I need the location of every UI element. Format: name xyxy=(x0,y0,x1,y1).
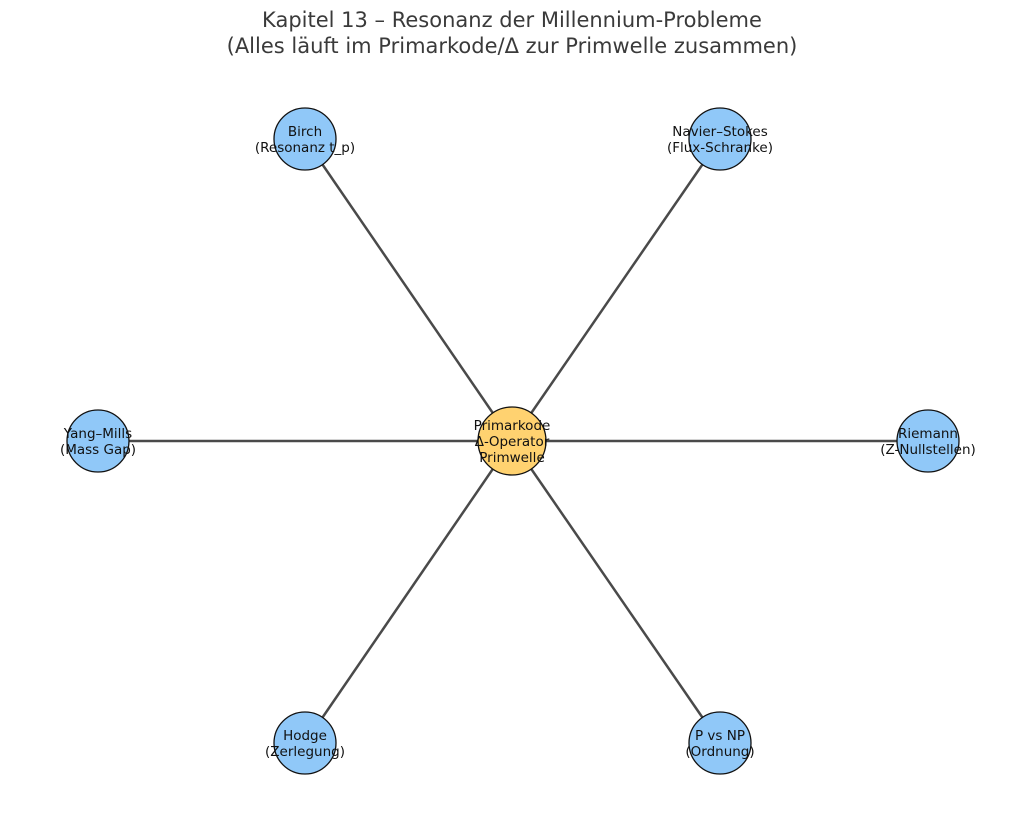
edge-navier-stokes xyxy=(510,138,722,442)
edge-p-vs-np xyxy=(510,440,722,744)
node-label-navier-stokes: Navier–Stokes xyxy=(672,124,768,140)
node-label-birch: Birch xyxy=(288,124,322,140)
node-p-vs-np xyxy=(688,711,752,775)
node-label-birch: (Resonanz t_p) xyxy=(255,140,355,156)
node-label-yang-mills: (Mass Gap) xyxy=(60,442,136,458)
node-riemann xyxy=(896,409,960,473)
node-label-primarkode: Primwelle xyxy=(479,450,545,466)
node-label-yang-mills: Yang–Mills xyxy=(63,426,132,442)
node-label-p-vs-np: P vs NP xyxy=(695,728,745,744)
node-primarkode xyxy=(477,406,547,476)
diagram-title-line2: (Alles läuft im Primarkode/Δ zur Primwel… xyxy=(226,34,798,58)
node-label-navier-stokes: (Flux-Schranke) xyxy=(667,140,773,156)
node-yang-mills xyxy=(66,409,130,473)
node-birch xyxy=(273,107,337,171)
diagram-title-line1: Kapitel 13 – Resonanz der Millennium-Pro… xyxy=(262,8,762,32)
node-label-primarkode: Δ-Operator xyxy=(475,434,550,450)
node-label-p-vs-np: (Ordnung) xyxy=(685,744,754,760)
node-label-hodge: (Zerlegung) xyxy=(265,744,345,760)
node-label-hodge: Hodge xyxy=(283,728,327,744)
edge-birch xyxy=(303,138,514,442)
node-label-riemann: Riemann xyxy=(898,426,958,442)
node-navier-stokes xyxy=(688,107,752,171)
node-label-primarkode: Primarkode xyxy=(474,418,551,434)
node-hodge xyxy=(273,711,337,775)
edge-hodge xyxy=(303,440,514,744)
node-label-riemann: (Z-Nullstellen) xyxy=(880,442,976,458)
